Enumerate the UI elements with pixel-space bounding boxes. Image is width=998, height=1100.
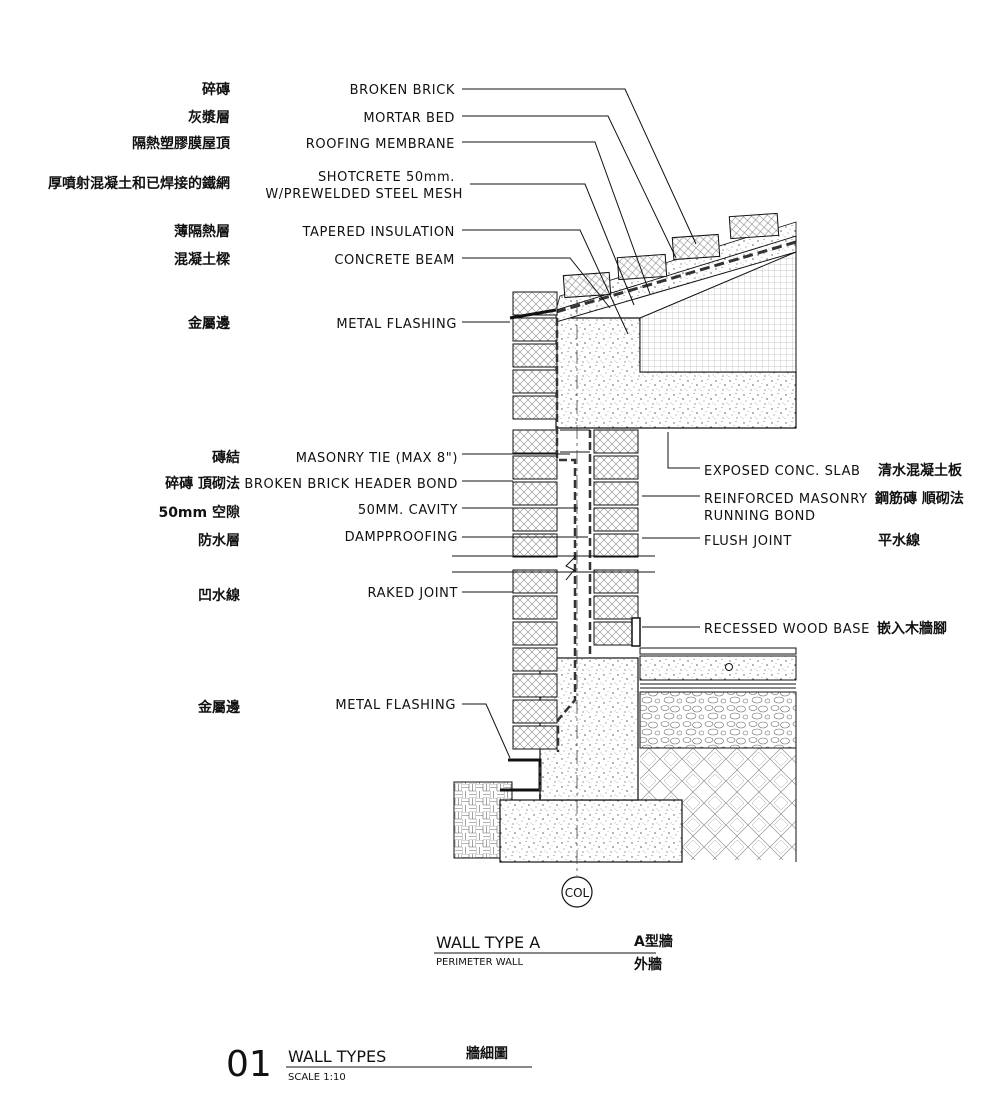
wall-type-title-zh: A型牆	[634, 933, 673, 950]
label-metal-flashing-top: METAL FLASHING	[336, 317, 457, 332]
label-shotcrete: SHOTCRETE 50mm.	[318, 170, 455, 185]
roof-bricks	[562, 212, 780, 299]
label-metal-flashing-bottom: METAL FLASHING	[335, 698, 456, 713]
label-metal-flashing-bottom-zh: 金屬邊	[197, 699, 241, 716]
label-dampproofing-zh: 防水層	[198, 532, 240, 549]
label-running-bond: RUNNING BOND	[704, 509, 816, 524]
wall-title-block: WALL TYPE A PERIMETER WALL A型牆 外牆	[434, 933, 673, 973]
recessed-wood-base	[631, 617, 641, 647]
sheet-number: 01	[226, 1044, 272, 1085]
sheet-title-zh: 牆細圖	[466, 1045, 508, 1062]
floor-slab	[639, 655, 797, 681]
column-marker-label: COL	[565, 886, 590, 900]
roofing-membrane	[555, 240, 797, 314]
label-masonry-tie-zh: 磚結	[212, 449, 240, 466]
label-roofing-membrane-zh: 隔熱塑膠膜屋頂	[132, 135, 231, 152]
label-broken-brick: BROKEN BRICK	[350, 83, 455, 98]
sheet-title: WALL TYPES	[288, 1047, 386, 1066]
right-labels: EXPOSED CONC. SLAB 清水混凝土板 REINFORCED MAS…	[704, 462, 964, 637]
label-shotcrete-mesh: W/PREWELDED STEEL MESH	[265, 187, 463, 202]
label-cavity: 50MM. CAVITY	[358, 503, 458, 518]
label-flush-joint-zh: 平水線	[878, 532, 920, 549]
label-tapered-insulation: TAPERED INSULATION	[301, 225, 455, 240]
outer-brick-wythe	[512, 291, 558, 750]
label-exposed-slab-zh: 清水混凝土板	[878, 462, 963, 479]
sheet-scale: SCALE 1:10	[288, 1072, 346, 1083]
dampproofing-line	[555, 318, 577, 752]
label-flush-joint: FLUSH JOINT	[704, 534, 792, 549]
footing	[499, 799, 683, 863]
label-cavity-zh: 50mm 空隙	[158, 504, 240, 521]
wall-type-title: WALL TYPE A	[436, 933, 540, 952]
gravel-bed	[639, 691, 797, 749]
label-metal-flashing-top-zh: 金屬邊	[187, 315, 231, 332]
metal-flashing-top	[509, 308, 557, 320]
label-dampproofing: DAMPPROOFING	[345, 530, 458, 545]
label-concrete-beam: CONCRETE BEAM	[334, 253, 455, 268]
label-roofing-membrane: ROOFING MEMBRANE	[306, 137, 455, 152]
leader-lines	[462, 88, 700, 759]
label-broken-brick-zh: 碎磚	[202, 81, 230, 98]
label-mortar-bed: MORTAR BED	[363, 111, 455, 126]
wall-type-subtitle-zh: 外牆	[634, 956, 662, 973]
label-raked-joint: RAKED JOINT	[368, 586, 458, 601]
label-tapered-insulation-zh: 薄隔熱層	[174, 223, 230, 240]
inner-brick-wythe	[593, 429, 639, 646]
sheet-title-block: 01 WALL TYPES SCALE 1:10 牆細圖	[226, 1044, 532, 1085]
label-concrete-beam-zh: 混凝土樑	[174, 251, 231, 268]
label-raked-joint-zh: 凹水線	[198, 587, 240, 604]
label-wood-base: RECESSED WOOD BASE	[704, 622, 870, 637]
tapered-insulation	[639, 251, 797, 373]
label-exposed-slab: EXPOSED CONC. SLAB	[704, 464, 861, 479]
label-reinforced-masonry: REINFORCED MASONRY	[704, 492, 868, 507]
label-reinforced-masonry-zh: 鋼筋磚 順砌法	[874, 490, 964, 507]
label-header-bond: BROKEN BRICK HEADER BOND	[244, 477, 458, 492]
label-wood-base-zh: 嵌入木牆腳	[877, 620, 947, 637]
wall-type-subtitle: PERIMETER WALL	[436, 957, 523, 968]
label-mortar-bed-zh: 灰漿層	[188, 109, 230, 126]
label-header-bond-zh: 碎磚 頂砌法	[165, 475, 240, 492]
column-marker	[561, 876, 593, 908]
left-labels: 碎磚 BROKEN BRICK 灰漿層 MORTAR BED 隔熱塑膠膜屋頂 R…	[48, 81, 463, 716]
metal-flashing-bottom	[500, 758, 542, 792]
label-masonry-tie: MASONRY TIE (MAX 8")	[296, 451, 458, 466]
label-shotcrete-zh: 厚噴射混凝土和已焊接的鐵網	[48, 175, 230, 192]
floor-rebar	[725, 663, 733, 671]
section-geometry: COL	[452, 212, 797, 908]
